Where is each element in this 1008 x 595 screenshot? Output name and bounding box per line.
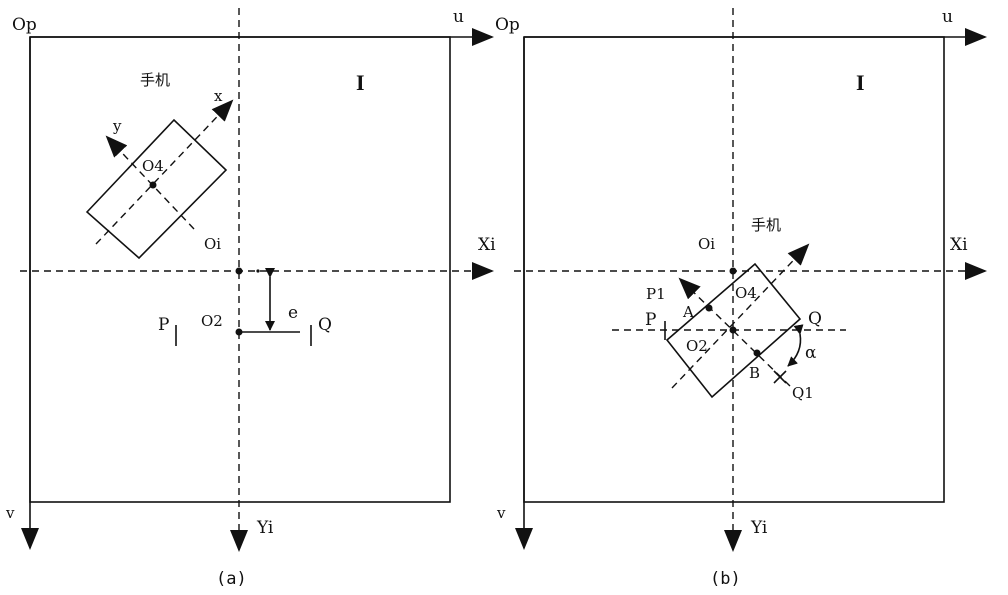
oi-label: Oi [204, 235, 221, 253]
e-label: e [288, 303, 298, 323]
q-label: Q [318, 315, 332, 335]
yi-axis-label: Yi [256, 518, 274, 538]
x-axis-label: x [214, 87, 223, 105]
phone-outline [665, 243, 810, 399]
panel-a: Op u v I 手机 x y O4 Oi Xi Yi P O2 e Q (a) [5, 7, 496, 589]
xi-axis-label: Xi [478, 235, 496, 255]
phone-outline [85, 99, 234, 260]
p-label: P [158, 315, 169, 335]
o2-label: O2 [201, 312, 223, 330]
oi-point [729, 267, 737, 275]
o4-label: O4 [735, 284, 757, 302]
region-label: I [856, 70, 865, 95]
phone-label: 手机 [140, 71, 170, 89]
o2-label: O2 [686, 337, 708, 355]
alpha-arc [787, 324, 804, 367]
q1-label: Q1 [792, 384, 814, 402]
v-axis-label: v [5, 504, 15, 522]
origin-label: Op [12, 15, 37, 35]
q-label: Q [808, 309, 822, 329]
xi-axis-label: Xi [950, 235, 968, 255]
p1-label: P1 [646, 285, 666, 303]
oi-label: Oi [698, 235, 715, 253]
yi-axis-label: Yi [750, 518, 768, 538]
oi-point [235, 267, 243, 275]
b-point [753, 349, 761, 357]
a-label: A [682, 303, 694, 321]
v-axis-label: v [496, 504, 506, 522]
panel-b: Op u v I 手机 Oi Xi Yi P1 O4 A P O2 Q α B … [495, 7, 987, 589]
o4-point [149, 181, 157, 189]
u-axis-label: u [453, 7, 464, 27]
a-point [705, 304, 713, 312]
caption-b: (b) [710, 569, 741, 589]
p-label: P [645, 310, 656, 330]
region-label: I [356, 70, 365, 95]
phone-label: 手机 [751, 216, 781, 234]
y-axis-label: y [112, 117, 122, 135]
origin-label: Op [495, 15, 520, 35]
o2-point [729, 326, 737, 334]
alpha-label: α [805, 343, 817, 363]
phone-x-axis-arrow [95, 99, 234, 245]
phone-x-axis-arrow [671, 243, 810, 389]
q1-tick-cross [773, 370, 787, 384]
b-label: B [749, 364, 760, 382]
u-axis-label: u [942, 7, 953, 27]
caption-a: (a) [216, 569, 247, 589]
small-dot [256, 269, 260, 273]
o4-label: O4 [142, 157, 164, 175]
